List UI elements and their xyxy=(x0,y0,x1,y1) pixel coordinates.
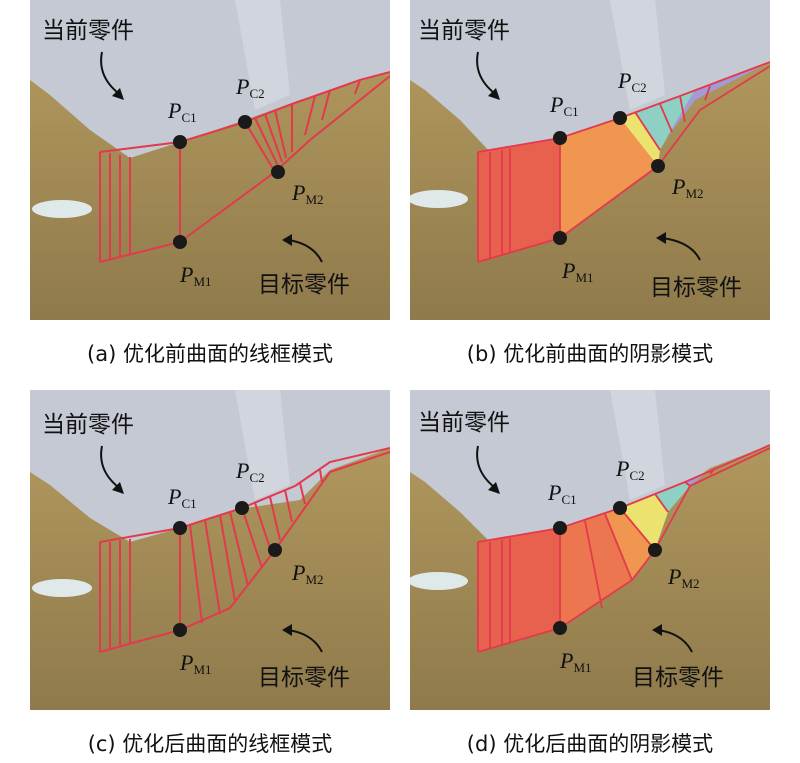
point-m1-label: PM1 xyxy=(561,258,594,285)
point-c1 xyxy=(553,521,567,535)
hole xyxy=(410,190,468,208)
current-part-surface xyxy=(30,390,390,542)
shade-teal-region xyxy=(655,482,690,512)
arrow-target-head xyxy=(656,232,666,244)
point-m1 xyxy=(553,621,567,635)
wireframe-surface xyxy=(99,71,390,263)
point-c1 xyxy=(173,135,187,149)
point-c2-label: PC2 xyxy=(617,68,647,95)
arrow-target-head xyxy=(652,624,662,636)
point-c1 xyxy=(173,521,187,535)
point-m2 xyxy=(648,543,662,557)
panel-d: 当前零件 目标零件 PC1 PC2 PM1 PM2 xyxy=(410,390,770,710)
point-m2-label: PM2 xyxy=(671,174,704,201)
panel-a: 当前零件 目标零件 PC1 PC2 PM1 PM2 xyxy=(30,0,390,320)
point-m1-label: PM1 xyxy=(179,262,212,289)
shade-yellow-region xyxy=(620,112,660,166)
point-c2 xyxy=(613,111,627,125)
target-part-label: 目标零件 xyxy=(632,665,724,691)
point-m1 xyxy=(553,231,567,245)
point-c1-label: PC1 xyxy=(167,98,197,125)
point-c2-label: PC2 xyxy=(235,74,265,101)
point-c2-label: PC2 xyxy=(235,458,265,485)
point-c1-label: PC1 xyxy=(167,484,197,511)
point-m2-label: PM2 xyxy=(291,560,324,587)
light-beam xyxy=(610,390,665,500)
point-m2 xyxy=(271,165,285,179)
hole xyxy=(32,579,92,597)
shade-violet-region xyxy=(685,445,770,486)
current-part-surface xyxy=(410,390,770,542)
panel-b: 当前零件 目标零件 PC1 PC2 PM1 PM2 xyxy=(410,0,770,320)
caption-c: (c) 优化后曲面的线框模式 xyxy=(87,732,333,756)
point-c2 xyxy=(235,501,249,515)
current-part-label: 当前零件 xyxy=(42,18,134,44)
figure-c: 当前零件 目标零件 PC1 PC2 PM1 PM2 xyxy=(30,390,390,710)
point-c2 xyxy=(613,501,627,515)
current-part-surface xyxy=(30,0,390,158)
figure-d: 当前零件 目标零件 PC1 PC2 PM1 PM2 xyxy=(410,390,770,710)
point-m2-label: PM2 xyxy=(667,564,700,591)
figure-b: 当前零件 目标零件 PC1 PC2 PM1 PM2 xyxy=(410,0,770,320)
point-m1-label: PM1 xyxy=(559,648,592,675)
figure-a: 当前零件 目标零件 PC1 PC2 PM1 PM2 xyxy=(30,0,390,320)
shade-red-orange-region xyxy=(560,514,632,628)
panel-c: 当前零件 目标零件 PC1 PC2 PM1 PM2 xyxy=(30,390,390,710)
arrow-current-head xyxy=(488,482,500,494)
current-part-label: 当前零件 xyxy=(418,410,510,436)
current-part-label: 当前零件 xyxy=(418,18,510,44)
point-markers xyxy=(553,111,665,245)
arrow-current-head xyxy=(488,88,500,100)
point-m2-label: PM2 xyxy=(291,180,324,207)
shade-red-region xyxy=(478,138,560,262)
hole xyxy=(32,200,92,218)
target-part-label: 目标零件 xyxy=(258,272,350,298)
arrow-current-head xyxy=(112,482,124,494)
point-c2-label: PC2 xyxy=(615,456,645,483)
point-m1-label: PM1 xyxy=(179,650,212,677)
light-beam xyxy=(235,0,290,110)
point-c1 xyxy=(553,131,567,145)
point-m2 xyxy=(268,543,282,557)
point-m1 xyxy=(173,623,187,637)
point-c1-label: PC1 xyxy=(547,480,577,507)
point-markers xyxy=(173,501,282,637)
light-beam xyxy=(610,0,665,110)
shade-teal-region xyxy=(635,90,695,150)
point-m1 xyxy=(173,235,187,249)
current-part-surface xyxy=(410,0,770,152)
shade-orange-region xyxy=(605,508,655,580)
caption-d: (d) 优化后曲面的阴影模式 xyxy=(466,732,714,756)
caption-a: (a) 优化前曲面的线框模式 xyxy=(87,342,333,366)
shade-orange-region xyxy=(560,118,658,238)
point-markers xyxy=(173,115,285,249)
target-part-label: 目标零件 xyxy=(650,275,742,301)
caption-b: (b) 优化前曲面的阴影模式 xyxy=(466,342,714,366)
shade-red-region xyxy=(478,528,560,652)
point-c2 xyxy=(238,115,252,129)
shaded-surface xyxy=(478,445,770,652)
arrow-current-head xyxy=(112,88,124,100)
current-part-label: 当前零件 xyxy=(42,412,134,438)
shade-yellow-region xyxy=(620,494,668,550)
hole xyxy=(410,572,468,590)
wireframe-surface xyxy=(99,447,390,653)
point-markers xyxy=(553,501,662,635)
arrow-target-head xyxy=(282,234,292,246)
light-beam xyxy=(235,390,290,500)
target-part-label: 目标零件 xyxy=(258,665,350,691)
point-c1-label: PC1 xyxy=(549,92,579,119)
point-m2 xyxy=(651,159,665,173)
shaded-surface xyxy=(478,62,770,262)
arrow-target-head xyxy=(282,624,292,636)
